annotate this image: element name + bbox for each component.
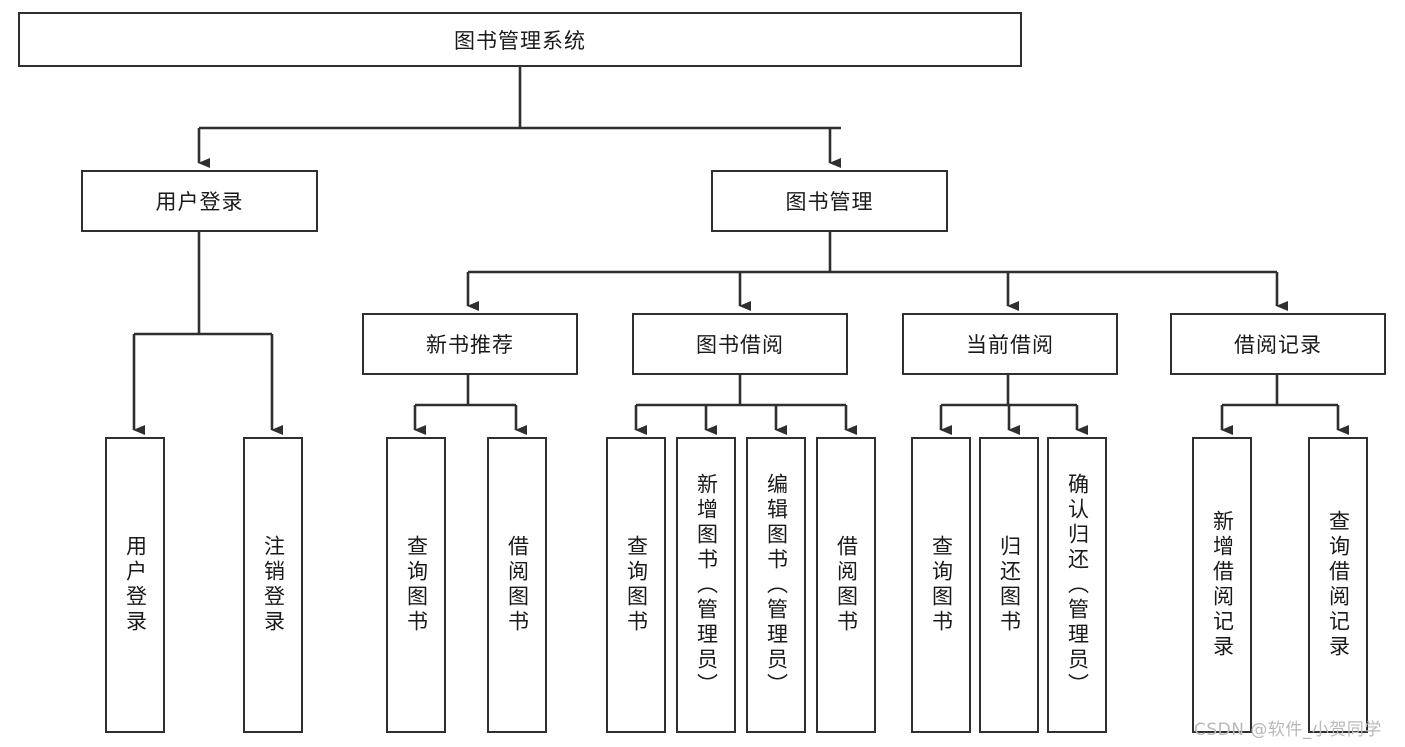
leaf-currentborrow-return-book[interactable]: 归还图书 [979, 437, 1039, 733]
node-borrow-record[interactable]: 借阅记录 [1170, 313, 1386, 375]
leaf-logout[interactable]: 注销登录 [243, 437, 303, 733]
leaf-newbook-borrow-book[interactable]: 借阅图书 [487, 437, 547, 733]
node-borrow-record-label: 借阅记录 [1234, 333, 1322, 357]
leaf-user-login[interactable]: 用户登录 [105, 437, 165, 733]
leaf-newbook-borrow-book-label: 借阅图书 [505, 535, 530, 635]
node-current-borrow-label: 当前借阅 [966, 333, 1054, 357]
leaf-user-login-label: 用户登录 [123, 535, 148, 635]
leaf-borrowrecord-query-record-label: 查询借阅记录 [1326, 510, 1351, 660]
node-current-borrow[interactable]: 当前借阅 [902, 313, 1118, 375]
node-book-borrow-label: 图书借阅 [696, 333, 784, 357]
leaf-bookborrow-add-book-label: 新增图书（管理员） [694, 472, 719, 698]
leaf-currentborrow-return-book-label: 归还图书 [997, 535, 1022, 635]
leaf-newbook-query-book[interactable]: 查询图书 [386, 437, 446, 733]
leaf-newbook-query-book-label: 查询图书 [404, 535, 429, 635]
node-book-borrow[interactable]: 图书借阅 [632, 313, 848, 375]
leaf-currentborrow-query-book[interactable]: 查询图书 [911, 437, 971, 733]
leaf-borrowrecord-add-record[interactable]: 新增借阅记录 [1192, 437, 1252, 733]
leaf-borrowrecord-add-record-label: 新增借阅记录 [1210, 510, 1235, 660]
leaf-logout-label: 注销登录 [261, 535, 286, 635]
node-new-book-recommend-label: 新书推荐 [426, 333, 514, 357]
node-user-login[interactable]: 用户登录 [81, 170, 318, 232]
leaf-currentborrow-confirm-return-label: 确认归还（管理员） [1065, 472, 1090, 698]
leaf-bookborrow-add-book[interactable]: 新增图书（管理员） [676, 437, 736, 733]
leaf-bookborrow-borrow-book[interactable]: 借阅图书 [816, 437, 876, 733]
leaf-borrowrecord-query-record[interactable]: 查询借阅记录 [1308, 437, 1368, 733]
node-book-management[interactable]: 图书管理 [711, 170, 948, 232]
leaf-currentborrow-confirm-return[interactable]: 确认归还（管理员） [1047, 437, 1107, 733]
node-new-book-recommend[interactable]: 新书推荐 [362, 313, 578, 375]
leaf-bookborrow-borrow-book-label: 借阅图书 [834, 535, 859, 635]
leaf-bookborrow-edit-book[interactable]: 编辑图书（管理员） [746, 437, 806, 733]
leaf-bookborrow-query-book-label: 查询图书 [624, 535, 649, 635]
node-root-label: 图书管理系统 [454, 28, 586, 53]
leaf-bookborrow-query-book[interactable]: 查询图书 [606, 437, 666, 733]
leaf-currentborrow-query-book-label: 查询图书 [929, 535, 954, 635]
node-root[interactable]: 图书管理系统 [18, 12, 1022, 67]
node-user-login-label: 用户登录 [155, 190, 244, 214]
node-book-management-label: 图书管理 [785, 190, 874, 214]
leaf-bookborrow-edit-book-label: 编辑图书（管理员） [764, 472, 789, 698]
